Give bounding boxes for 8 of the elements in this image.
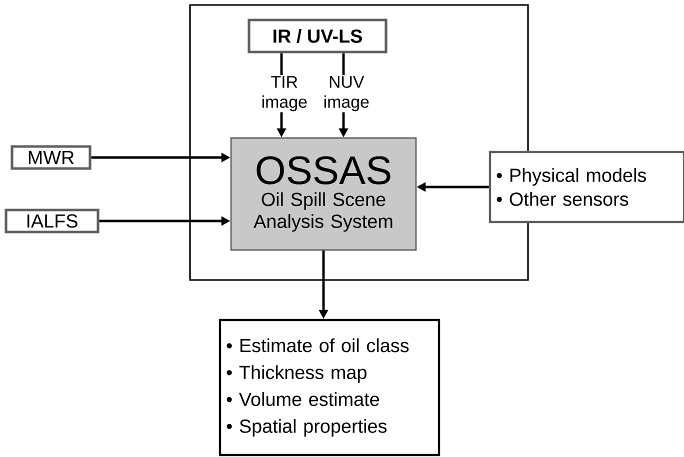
edge-label: NUV image (319, 75, 374, 112)
process-box: OSSAS Oil Spill Scene Analysis System (230, 137, 417, 251)
edge-label: TIR image (257, 75, 312, 112)
input-box: MWR (10, 145, 92, 170)
input-box: • Physical models • Other sensors (488, 150, 684, 224)
input-box: IALFS (4, 208, 100, 234)
output-box: • Estimate of oil class • Thickness map • Volume estimate • Spatial properties (218, 318, 440, 456)
input-box: IR / UV-LS (248, 18, 388, 54)
